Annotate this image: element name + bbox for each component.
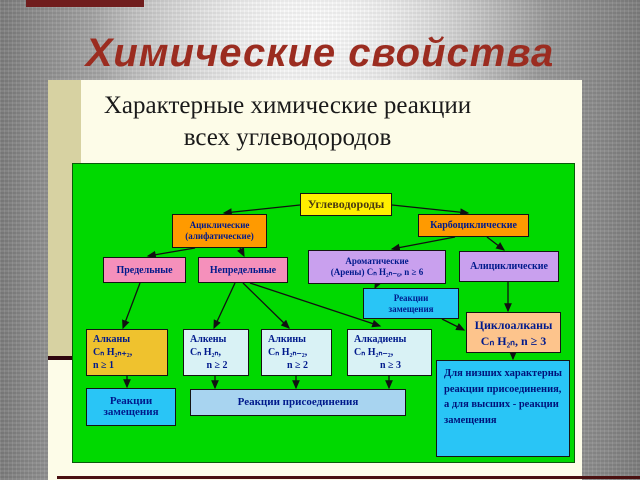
node-acyclic: Ациклические (алифатические) [172, 214, 267, 248]
node-saturated: Предельные [103, 257, 186, 283]
node-label: Алкины [268, 334, 306, 345]
node-unsaturated: Непредельные [198, 257, 288, 283]
node-label: замещения [388, 303, 434, 314]
node-label: Алканы [93, 334, 131, 345]
node-label: Углеводороды [307, 197, 385, 211]
node-label: Cₙ H₂ₙ₊₂, [93, 347, 133, 358]
node-label: Cₙ H₂ₙ₋₂, [268, 347, 308, 358]
slide-heading-line2: всех углеводородов [183, 124, 392, 151]
node-label: Cₙ H₂ₙ, [190, 347, 221, 358]
node-label: (Арены) Cₙ H₂ₙ₋₆, n ≥ 6 [330, 267, 424, 277]
node-label: Cₙ H₂ₙ, n ≥ 3 [480, 333, 547, 348]
node-label: Реакции [109, 395, 153, 407]
node-label: замещения [103, 406, 159, 418]
node-label: Алициклические [470, 261, 548, 272]
node-label: Алкены [190, 334, 227, 345]
node-label: (алифатические) [185, 231, 254, 241]
node-label: n ≥ 2 [286, 360, 309, 371]
decor-left-strip-end [48, 356, 85, 360]
node-label: n ≥ 3 [379, 360, 402, 371]
node-label: Предельные [116, 264, 173, 276]
node-label: Реакции присоединения [237, 396, 359, 408]
decor-bottom-line [57, 476, 640, 479]
node-label: Реакции [393, 292, 429, 303]
node-alkadienes: Алкадиены Cₙ H₂ₙ₋₂, n ≥ 3 [347, 329, 432, 376]
node-label: Карбоциклические [430, 220, 517, 231]
node-alkenes: Алкены Cₙ H₂ₙ, n ≥ 2 [183, 329, 249, 376]
node-label: Непредельные [209, 264, 277, 276]
node-label: Циклоалканы [474, 317, 553, 332]
page-title: Химические свойства [85, 31, 555, 75]
slide-heading: Характерные химические реакции всех угле… [60, 90, 515, 154]
node-addition-reactions: Реакции присоединения [190, 389, 406, 416]
node-alicyclic: Алициклические [459, 251, 559, 282]
slide-heading-line1: Характерные химические реакции [103, 92, 472, 119]
node-alkynes: Алкины Cₙ H₂ₙ₋₂, n ≥ 2 [261, 329, 332, 376]
node-label: Ароматические [345, 256, 409, 266]
node-label: Ациклические [189, 220, 250, 230]
node-substitution-reactions-mid: Реакции замещения [363, 288, 459, 319]
node-label: Cₙ H₂ₙ₋₂, [354, 347, 394, 358]
node-hydrocarbons: Углеводороды [300, 193, 392, 216]
node-label: Алкадиены [354, 334, 407, 345]
node-substitution-reactions-bottom: Реакции замещения [86, 388, 176, 426]
node-cycloalkanes: Циклоалканы Cₙ H₂ₙ, n ≥ 3 [466, 312, 561, 353]
node-aromatic: Ароматические (Арены) Cₙ H₂ₙ₋₆, n ≥ 6 [308, 250, 446, 284]
node-note: Для низших характерны реакции присоедине… [436, 360, 570, 457]
node-alkanes: Алканы Cₙ H₂ₙ₊₂, n ≥ 1 [86, 329, 168, 376]
node-label: n ≥ 2 [206, 360, 228, 371]
decor-top-bar [26, 0, 144, 7]
node-carbocyclic: Карбоциклические [418, 214, 529, 237]
node-note-text: Для низших характерны реакции присоедине… [444, 368, 562, 426]
node-label: n ≥ 1 [93, 360, 115, 371]
